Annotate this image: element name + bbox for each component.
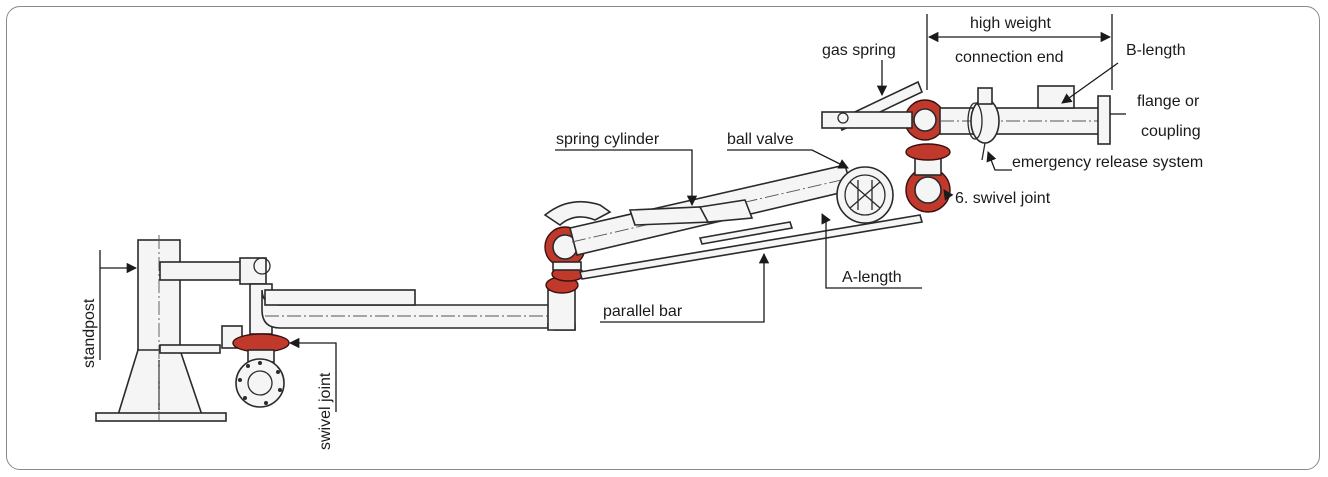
outer-arm bbox=[569, 164, 924, 280]
dimension-high-weight bbox=[926, 14, 1113, 90]
outer-elbow bbox=[543, 200, 612, 282]
counterweight-arm bbox=[821, 111, 913, 129]
label-standpost: standpost bbox=[81, 298, 98, 368]
ball-valve-drawing bbox=[836, 166, 894, 224]
label-a-length: A-length bbox=[842, 269, 902, 286]
gas-spring-drawing bbox=[821, 80, 924, 132]
diagram-frame bbox=[6, 6, 1320, 470]
standpost-drawing bbox=[95, 235, 271, 422]
emergency-release-body bbox=[970, 98, 1000, 144]
label-swivel-joint: swivel joint bbox=[317, 372, 334, 450]
label-spring-cylinder: spring cylinder bbox=[556, 131, 660, 148]
label-coupling: coupling bbox=[1141, 123, 1201, 140]
flange-icon bbox=[1097, 95, 1111, 145]
leader-lines bbox=[99, 60, 1126, 412]
swivel-joint-icon bbox=[905, 143, 951, 161]
connection-end-drawing bbox=[939, 85, 1111, 161]
standpost-base-plate bbox=[95, 412, 227, 422]
lifting-handle bbox=[1037, 85, 1075, 109]
label-b-length: B-length bbox=[1126, 42, 1186, 59]
lower-support-arm bbox=[159, 344, 221, 354]
label-ball-valve: ball valve bbox=[727, 131, 794, 148]
inner-arm-top-plate bbox=[264, 289, 416, 306]
label-connection-end: connection end bbox=[955, 49, 1064, 66]
parallel-bar bbox=[578, 214, 924, 280]
spring-cylinder-body bbox=[628, 206, 712, 226]
inlet-flange-icon bbox=[235, 358, 285, 408]
label-emergency-release: emergency release system bbox=[1012, 154, 1203, 171]
label-high-weight: high weight bbox=[970, 15, 1052, 32]
label-parallel-bar: parallel bar bbox=[603, 303, 683, 320]
upper-bracket bbox=[239, 257, 267, 285]
standpost-base-gusset bbox=[116, 349, 204, 416]
label-gas-spring: gas spring bbox=[822, 42, 896, 59]
label-swivel-joint-6: 6. swivel joint bbox=[955, 190, 1051, 207]
upper-support-arm bbox=[159, 261, 243, 281]
label-flange-or: flange or bbox=[1137, 93, 1200, 110]
inner-arm bbox=[261, 276, 579, 331]
